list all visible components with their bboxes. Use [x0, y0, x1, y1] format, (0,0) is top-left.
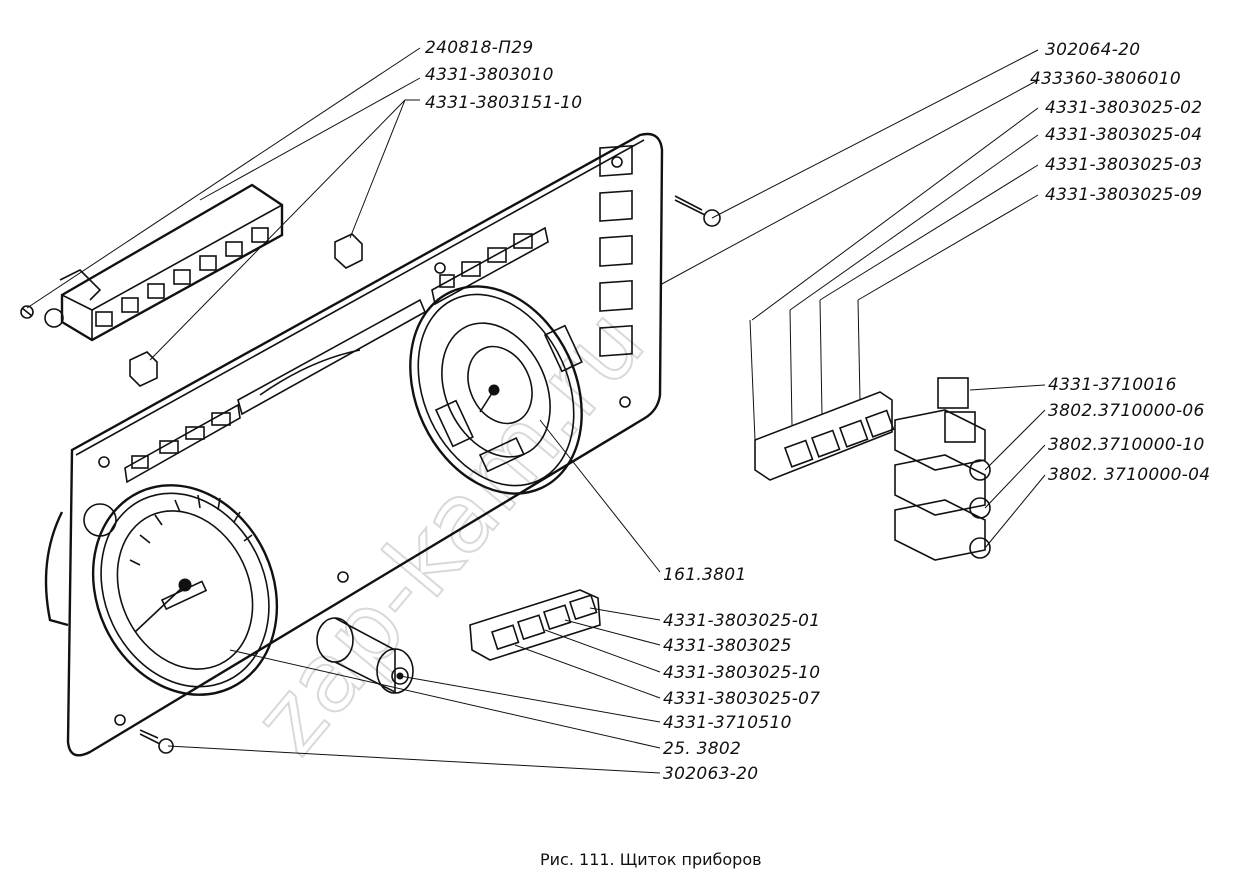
gauge-cluster-edge	[44, 511, 69, 627]
label-4331-3710510: 4331-3710510	[663, 713, 792, 733]
label-25-3802: 25. 3802	[663, 739, 741, 759]
ignition-switch	[316, 617, 414, 694]
label-4331-3803151-10: 4331-3803151-10	[425, 93, 582, 113]
combination-gauge	[409, 285, 583, 495]
right-switch-block	[749, 299, 895, 481]
label-4331-3803025-09: 4331-3803025-09	[1045, 185, 1202, 205]
watermark: zap-kam.ru	[232, 288, 666, 775]
screw-top-left	[20, 305, 34, 319]
label-3802-3710000-06: 3802.3710000-06	[1048, 401, 1205, 421]
label-302064-20: 302064-20	[1045, 40, 1140, 60]
label-433360-3806010: 433360-3806010	[1030, 69, 1181, 89]
screw-302063	[139, 729, 174, 754]
circuit-board	[44, 183, 284, 342]
label-4331-3803025-03: 4331-3803025-03	[1045, 155, 1202, 175]
label-4331-3803025-04: 4331-3803025-04	[1045, 125, 1202, 145]
label-3802-3710000-04: 3802. 3710000-04	[1048, 465, 1210, 485]
label-240818: 240818-П29	[425, 38, 533, 58]
bottom-switch-block	[469, 589, 601, 661]
label-302063-20: 302063-20	[663, 764, 758, 784]
label-4331-3710016: 4331-3710016	[1048, 375, 1177, 395]
label-4331-3803025-10: 4331-3803025-10	[663, 663, 820, 683]
label-3802-3710000-10: 3802.3710000-10	[1048, 435, 1205, 455]
label-4331-3803025: 4331-3803025	[663, 636, 792, 656]
relay-stack	[894, 377, 991, 561]
label-4331-3803025-01: 4331-3803025-01	[663, 611, 820, 631]
label-4331-3803025-07: 4331-3803025-07	[663, 689, 820, 709]
small-bulb-socket	[129, 233, 363, 387]
figure-caption: Рис. 111. Щиток приборов	[540, 850, 762, 869]
leader-lines	[26, 47, 1046, 774]
screw-302064	[674, 195, 721, 227]
label-4331-3803010: 4331-3803010	[425, 65, 554, 85]
label-4331-3803025-02: 4331-3803025-02	[1045, 98, 1202, 118]
speedometer	[91, 484, 279, 696]
label-161-3801: 161.3801	[663, 565, 747, 585]
